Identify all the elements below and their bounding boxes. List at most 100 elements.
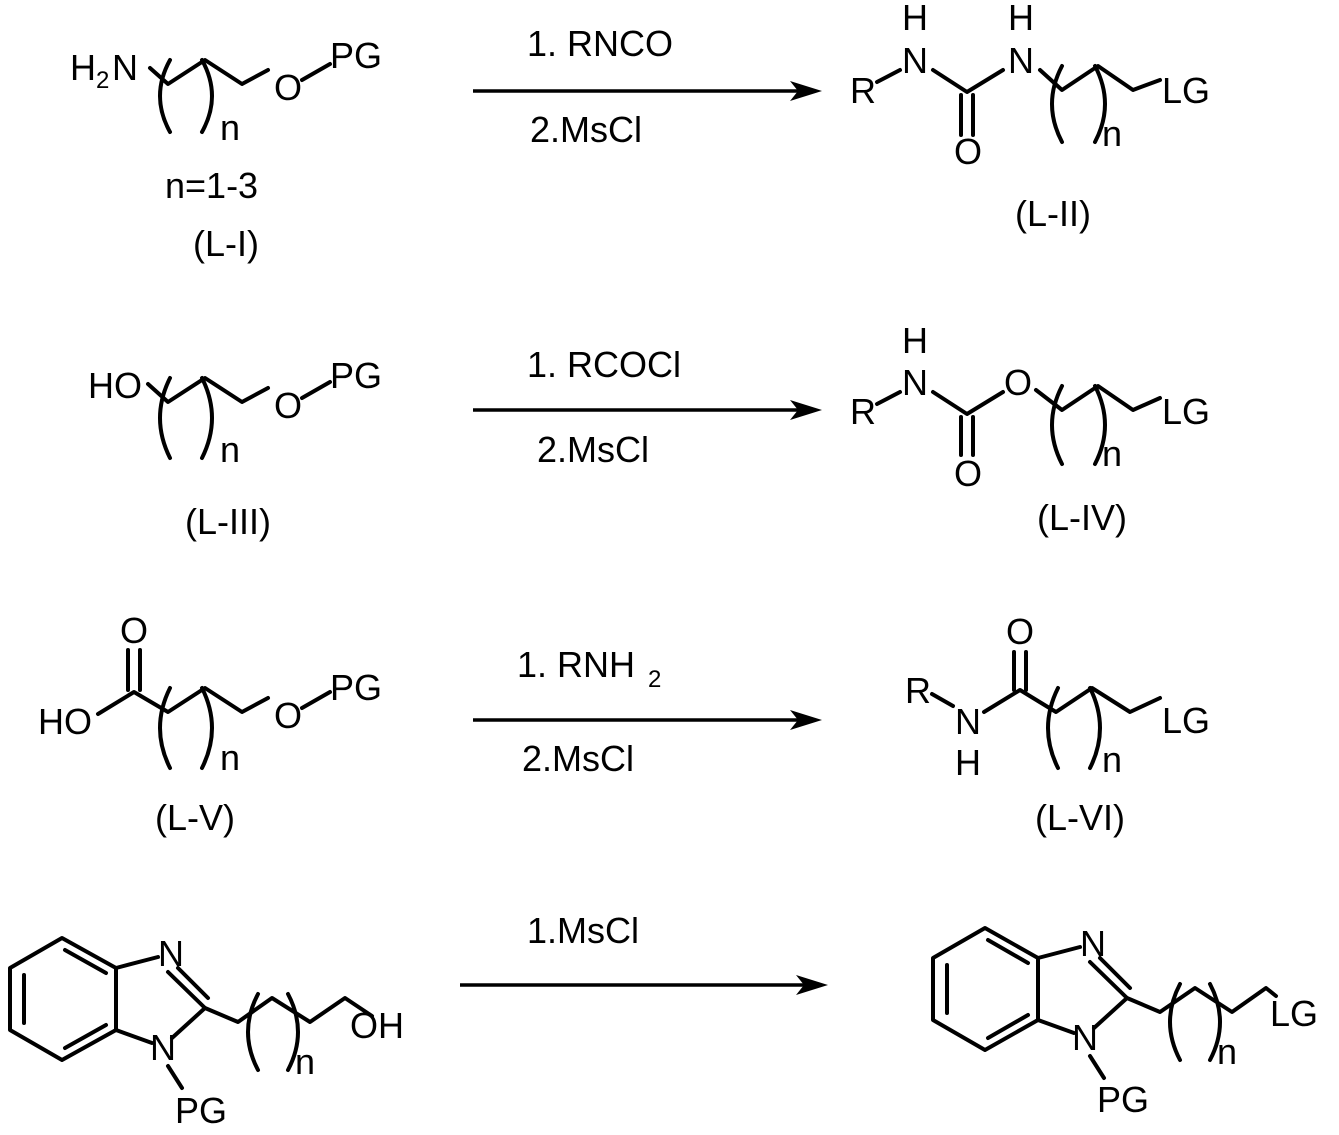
- carbonyl-double-bond: [1014, 652, 1026, 690]
- compound-L-II: R H N O H N n LG (L-II): [850, 0, 1210, 234]
- atom-h: H: [902, 320, 928, 361]
- repeat-bracket-right: [202, 688, 212, 768]
- atom-oh: OH: [350, 1005, 404, 1046]
- atom-h: H: [70, 47, 96, 88]
- protecting-group-pg: PG: [1097, 1079, 1149, 1120]
- leaving-group-lg: LG: [1162, 700, 1210, 741]
- reaction-arrow-3: 1. RNH 2 2.MsCl: [473, 644, 822, 779]
- compound-L-IV: R H N O O n LG (L-IV): [850, 320, 1210, 538]
- atom-h: H: [902, 0, 928, 38]
- atom-o: O: [954, 131, 982, 172]
- compound-benzimidazole-alcohol: N N PG n OH: [10, 933, 404, 1131]
- reagent-step-2: 2.MsCl: [522, 738, 634, 779]
- acid-chain-bonds: [98, 688, 268, 714]
- leaving-group-lg: LG: [1270, 993, 1318, 1034]
- atom-n: N: [112, 47, 138, 88]
- repeat-bracket-left: [248, 994, 258, 1070]
- atom-ho: HO: [88, 365, 142, 406]
- n-pg-bond: [1090, 1056, 1104, 1078]
- repeat-bracket-left: [160, 688, 170, 768]
- atom-n: N: [1008, 40, 1034, 81]
- reaction-arrow-4: 1.MsCl: [460, 910, 828, 995]
- atom-o: O: [274, 67, 302, 108]
- atom-h: H: [955, 742, 981, 783]
- atom-o: O: [1006, 611, 1034, 652]
- reagent-step-1: 1. RNH: [517, 644, 635, 685]
- repeat-bracket-right: [202, 60, 212, 132]
- repeat-bracket-left: [1170, 984, 1180, 1060]
- reagent-step-1: 1. RNCO: [527, 23, 673, 64]
- compound-label: (L-V): [155, 797, 235, 838]
- atom-n: N: [1080, 923, 1106, 964]
- o-pg-bond: [302, 692, 330, 708]
- o-pg-bond: [302, 382, 330, 398]
- repeat-count-n: n: [220, 429, 240, 470]
- atom-r: R: [905, 670, 931, 711]
- repeat-bracket-right: [202, 378, 212, 458]
- repeat-bracket-left: [1052, 386, 1062, 464]
- r-n-bond: [877, 70, 900, 82]
- protecting-group-pg: PG: [175, 1090, 227, 1131]
- atom-h: H: [1008, 0, 1034, 38]
- atom-n: N: [158, 933, 184, 974]
- repeat-count-n: n: [1102, 739, 1122, 780]
- atom-ho: HO: [38, 701, 92, 742]
- repeat-count-n: n: [220, 107, 240, 148]
- benzene-inner-bonds: [24, 950, 106, 1048]
- reaction-arrow-1: 1. RNCO 2.MsCl: [473, 23, 822, 150]
- atom-o: O: [1004, 362, 1032, 403]
- reagent-step-2: 2.MsCl: [530, 109, 642, 150]
- repeat-bracket-left: [160, 60, 170, 132]
- compound-L-VI: R N H O n LG (L-VI): [905, 611, 1210, 838]
- compound-label: (L-IV): [1037, 497, 1127, 538]
- leaving-group-lg: LG: [1162, 70, 1210, 111]
- benzene-inner-bonds: [947, 940, 1028, 1038]
- r-n-bond: [932, 694, 953, 706]
- atom-n: N: [955, 701, 981, 742]
- protecting-group-pg: PG: [330, 355, 382, 396]
- compound-L-V: O HO n O PG (L-V): [38, 610, 382, 838]
- reagent-step-1: 1.MsCl: [527, 910, 639, 951]
- atom-r: R: [850, 70, 876, 111]
- r-n-bond: [877, 392, 900, 404]
- repeat-bracket-left: [1048, 688, 1058, 768]
- compound-label: (L-I): [193, 223, 259, 264]
- n-c-bond: [933, 70, 1003, 92]
- carbonyl-double-bond: [961, 417, 973, 455]
- alkyl-chain-bonds: [1127, 988, 1276, 1012]
- compound-label: (L-VI): [1035, 797, 1125, 838]
- atom-n: N: [902, 40, 928, 81]
- compound-label: (L-III): [185, 501, 271, 542]
- o-pg-bond: [302, 64, 330, 80]
- chain-length-condition: n=1-3: [165, 165, 258, 206]
- atom-o: O: [954, 453, 982, 494]
- atom-o: O: [274, 695, 302, 736]
- protecting-group-pg: PG: [330, 667, 382, 708]
- protecting-group-pg: PG: [330, 35, 382, 76]
- repeat-bracket-left: [1052, 66, 1062, 142]
- atom-n: N: [1072, 1017, 1098, 1058]
- compound-label: (L-II): [1015, 193, 1091, 234]
- compound-L-III: HO n O PG (L-III): [88, 355, 382, 542]
- compound-L-I: H 2 N n O PG n=1-3 (L-I): [70, 35, 382, 264]
- n-c-bond: [933, 392, 1003, 414]
- repeat-count-n: n: [220, 737, 240, 778]
- n-pg-bond: [168, 1066, 182, 1088]
- atom-o: O: [120, 610, 148, 651]
- repeat-count-n: n: [295, 1041, 315, 1082]
- repeat-count-n: n: [1102, 113, 1122, 154]
- repeat-bracket-left: [160, 378, 170, 458]
- repeat-count-n: n: [1102, 433, 1122, 474]
- carbonyl-double-bond: [961, 95, 973, 135]
- reaction-arrow-2: 1. RCOCl 2.MsCl: [473, 344, 822, 470]
- reagent-step-2: 2.MsCl: [537, 429, 649, 470]
- reagent-subscript: 2: [648, 666, 661, 693]
- leaving-group-lg: LG: [1162, 391, 1210, 432]
- atom-o: O: [274, 385, 302, 426]
- atom-n: N: [150, 1027, 176, 1068]
- alkyl-chain-bonds: [205, 998, 372, 1022]
- atom-n: N: [902, 362, 928, 403]
- atom-r: R: [850, 391, 876, 432]
- reagent-step-1: 1. RCOCl: [527, 344, 681, 385]
